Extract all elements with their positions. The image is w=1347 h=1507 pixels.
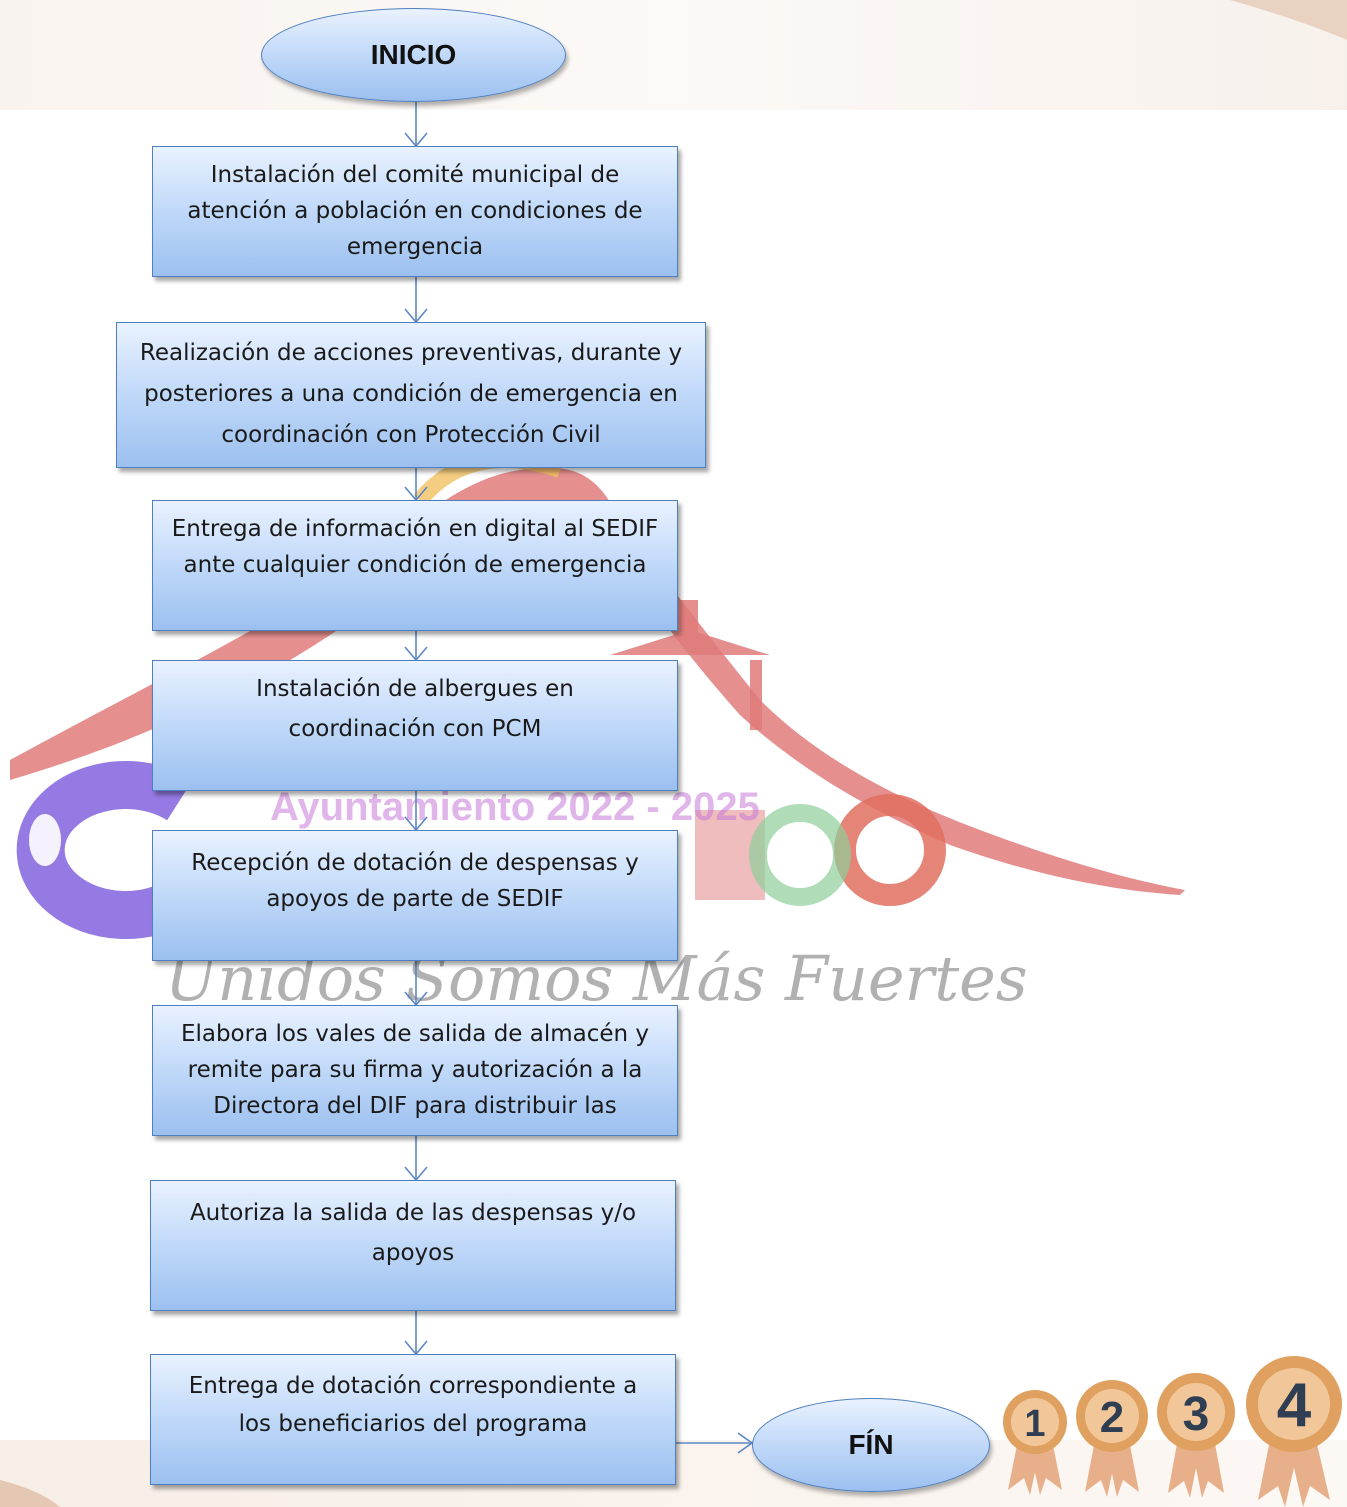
watermark-years: Ayuntamiento 2022 - 2025 (270, 785, 760, 829)
award-4-icon: 4 (1246, 1356, 1342, 1507)
step-3-text: Entrega de información en digital al SED… (171, 516, 659, 578)
step-1-box: Instalación del comité municipal de aten… (152, 146, 678, 277)
svg-text:3: 3 (1183, 1388, 1210, 1441)
step-5-text: Recepción de dotación de despensas y apo… (191, 850, 639, 912)
step-1-text: Instalación del comité municipal de aten… (187, 162, 643, 260)
step-6-box: Elabora los vales de salida de almacén y… (152, 1005, 678, 1136)
step-4-text: Instalación de albergues en coordinación… (256, 676, 574, 742)
svg-text:4: 4 (1277, 1371, 1312, 1440)
start-terminal: INICIO (261, 8, 566, 102)
end-terminal: FÍN (752, 1398, 990, 1492)
svg-text:1: 1 (1024, 1403, 1045, 1445)
step-7-text: Autoriza la salida de las despensas y/o … (189, 1200, 637, 1266)
step-3-box: Entrega de información en digital al SED… (152, 500, 678, 631)
step-8-text: Entrega de dotación correspondiente a lo… (188, 1373, 638, 1437)
step-6-text: Elabora los vales de salida de almacén y… (180, 1021, 650, 1119)
end-label: FÍN (848, 1429, 894, 1460)
award-3-icon: 3 (1157, 1373, 1235, 1498)
step-2-box: Realización de acciones preventivas, dur… (116, 322, 706, 468)
award-ribbons: 1 2 3 4 (1003, 1356, 1342, 1507)
award-1-icon: 1 (1003, 1390, 1067, 1495)
step-2-text: Realización de acciones preventivas, dur… (139, 340, 683, 448)
award-2-icon: 2 (1076, 1380, 1148, 1497)
step-5-box: Recepción de dotación de despensas y apo… (152, 830, 678, 961)
step-7-box: Autoriza la salida de las despensas y/o … (150, 1180, 676, 1311)
svg-text:2: 2 (1100, 1393, 1124, 1442)
step-8-box: Entrega de dotación correspondiente a lo… (150, 1354, 676, 1485)
start-label: INICIO (370, 39, 457, 70)
step-4-box: Instalación de albergues en coordinación… (152, 660, 678, 791)
